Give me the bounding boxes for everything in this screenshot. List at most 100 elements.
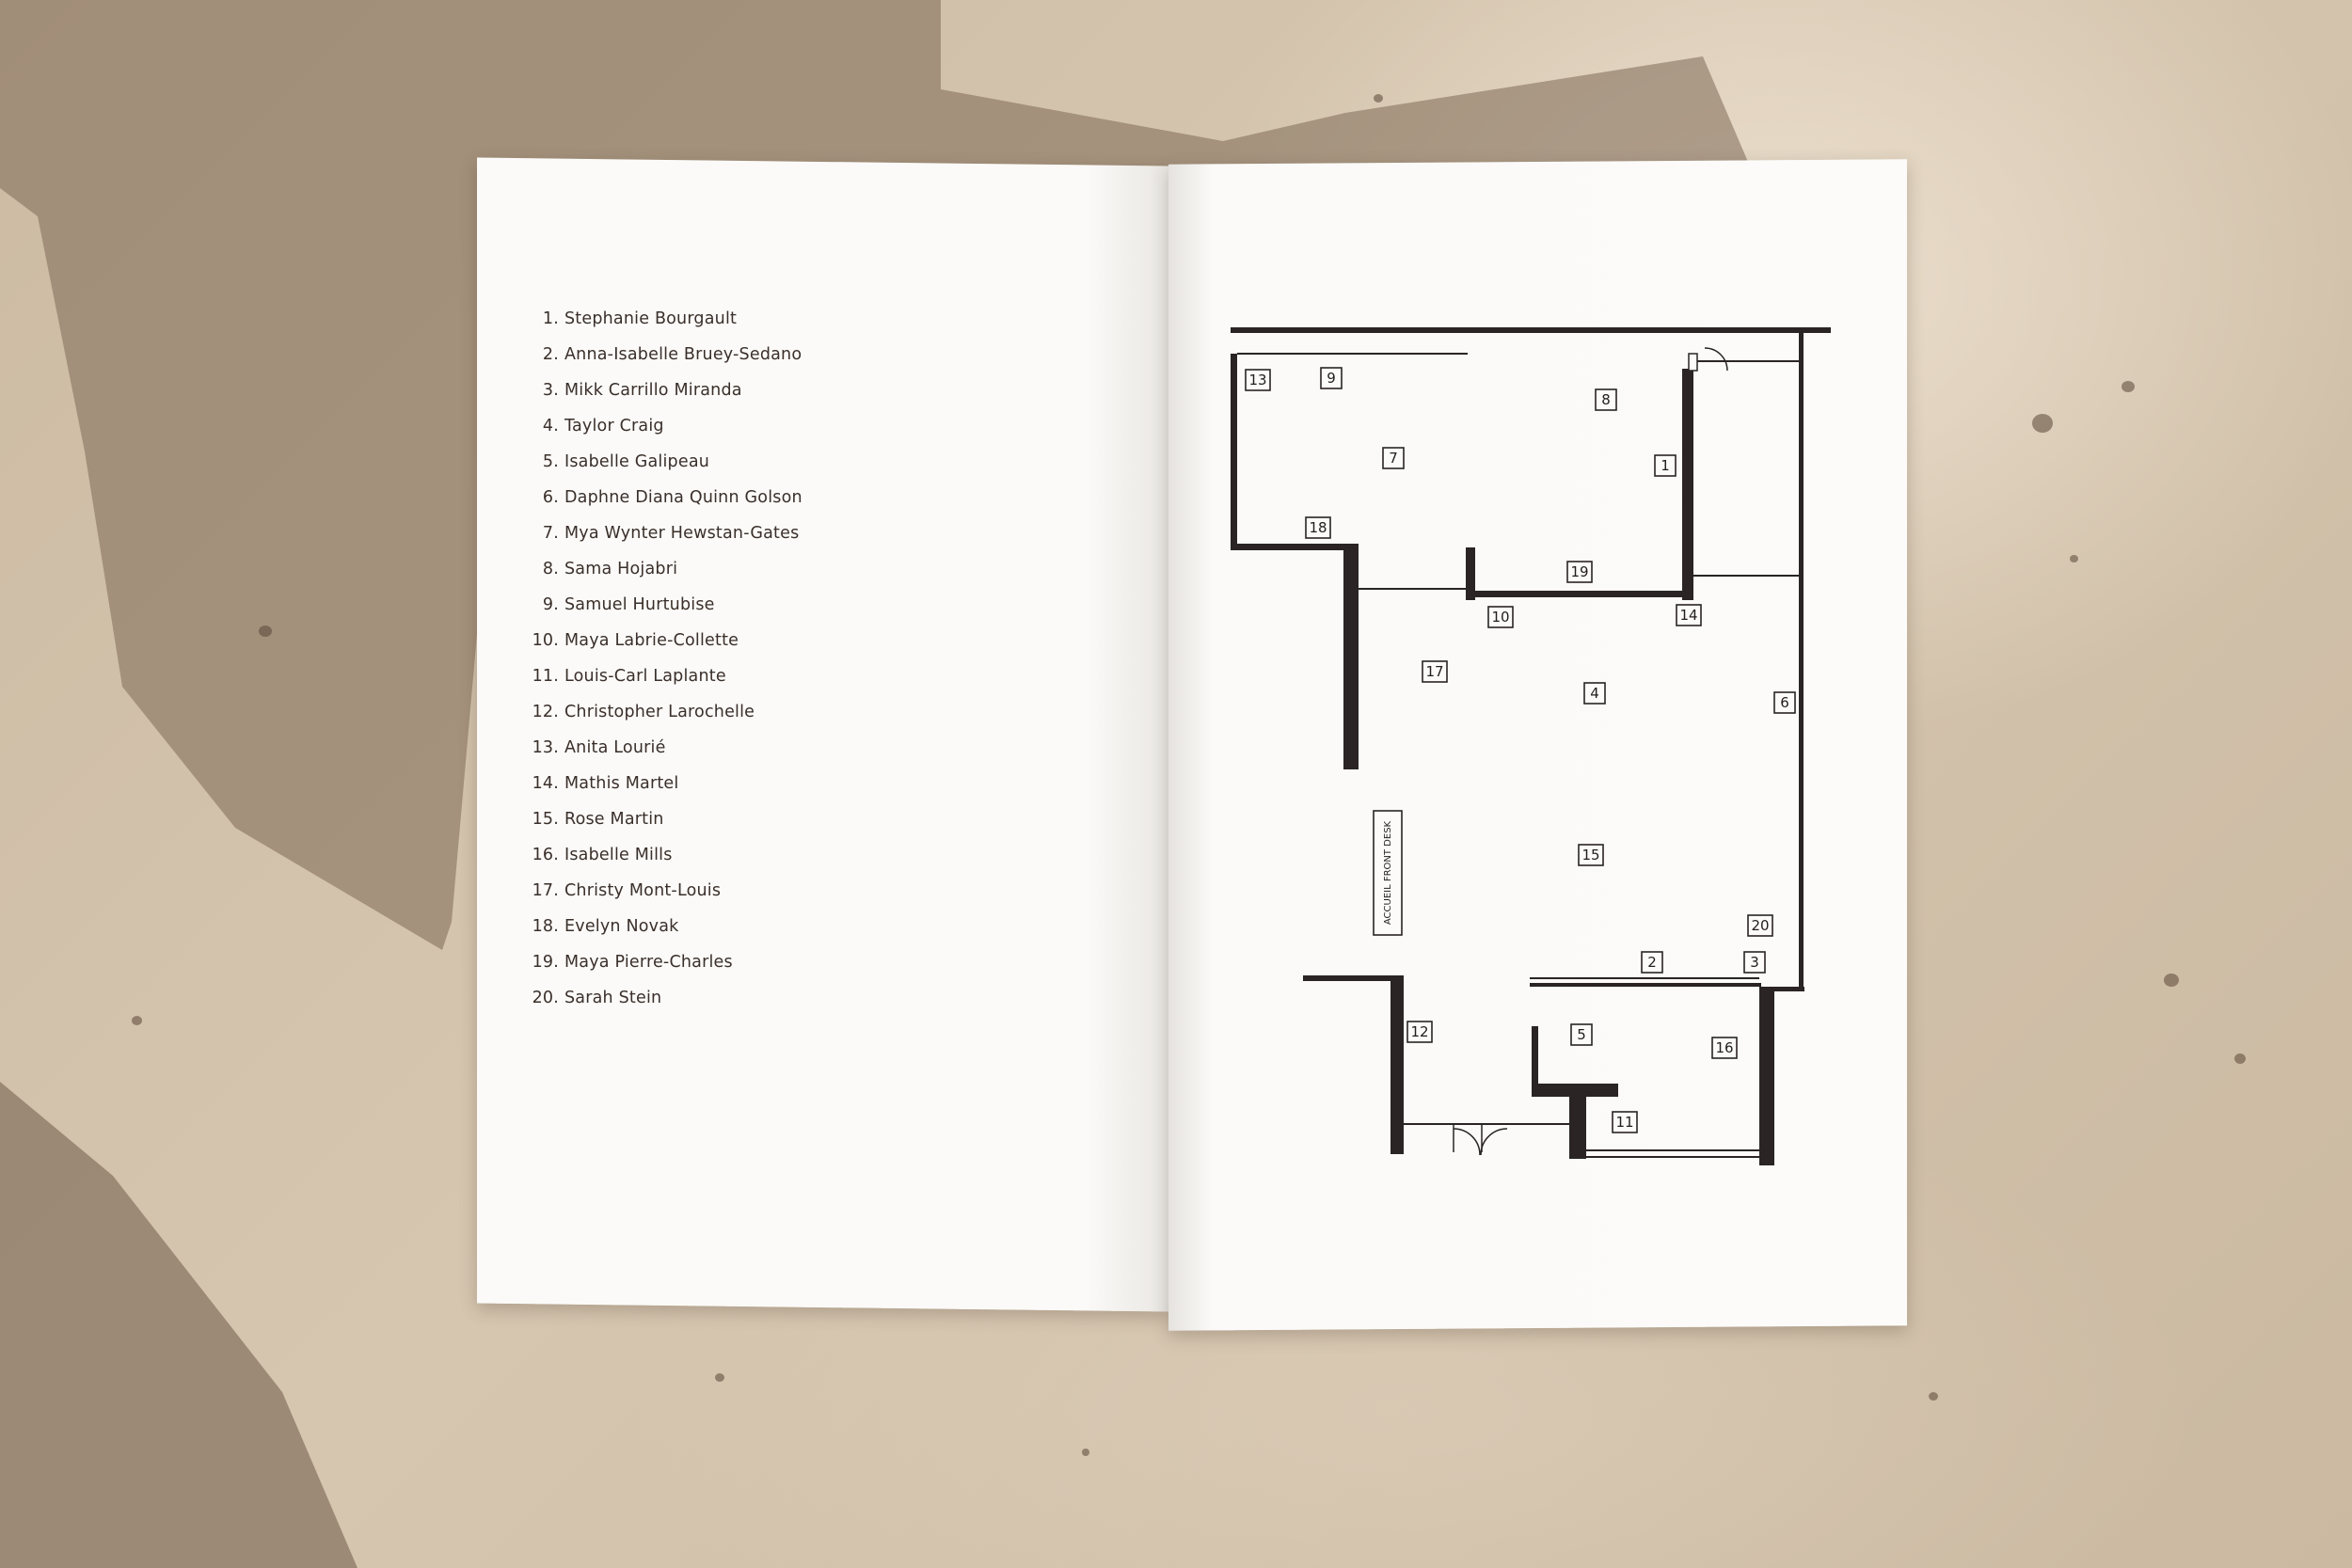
artist-number: 7. [542,524,559,543]
room-number: 19 [1570,563,1588,580]
room-marker-10: 10 [1487,606,1514,628]
artist-list-item: 17. Christy Mont-Louis [527,873,803,909]
concrete-pore [1929,1392,1938,1401]
room-number: 15 [1581,847,1599,863]
artist-list-item: 8.Sama Hojabri [527,551,803,587]
concrete-pore [132,1016,142,1025]
artist-number: 12. [532,703,559,721]
concrete-pore [2164,974,2179,987]
room-marker-13: 13 [1245,369,1271,391]
artist-list-item: 5. Isabelle Galipeau [527,444,803,480]
artist-number: 9. [542,595,559,614]
artist-list-item: 10. Maya Labrie-Collette [527,623,803,658]
artist-number: 13. [532,738,559,757]
room-marker-2: 2 [1641,951,1663,974]
artist-number: 16. [532,846,559,864]
room-number: 4 [1590,685,1599,702]
room-marker-14: 14 [1676,604,1702,626]
book-shadow [0,0,1759,950]
room-marker-9: 9 [1320,367,1343,389]
artist-number: 8. [542,560,559,578]
room-number: 6 [1780,694,1789,711]
artist-list-item: 2. Anna-Isabelle Bruey-Sedano [527,337,803,372]
room-number: 5 [1577,1026,1586,1043]
room-marker-11: 11 [1612,1111,1638,1133]
room-number: 18 [1309,519,1327,536]
artist-list-item: 4. Taylor Craig [527,408,803,444]
artist-list: 1.Stephanie Bourgault 2. Anna-Isabelle Bru… [527,301,803,1016]
artist-list-item: 12. Christopher Larochelle [527,694,803,730]
concrete-pore [2070,555,2078,562]
artist-number: 14. [532,774,559,793]
room-number: 8 [1601,391,1611,408]
artist-number: 10. [532,631,559,650]
artist-name: Maya Labrie-Collette [564,631,739,650]
room-marker-15: 15 [1578,844,1604,866]
room-number: 14 [1679,607,1697,624]
artist-name: Isabelle Galipeau [564,452,710,471]
concrete-pore [259,626,272,637]
room-number: 7 [1389,450,1398,467]
concrete-pore [2234,1053,2246,1064]
artist-name: Christy Mont-Louis [564,881,722,900]
artist-name: Christopher Larochelle [564,703,755,721]
room-number: 13 [1248,372,1266,388]
artist-name: Evelyn Novak [564,917,679,936]
front-desk-label: ACCUEIL FRONT DESK [1383,820,1393,925]
concrete-pore [715,1373,724,1382]
artist-list-item: 14. Mathis Martel [527,766,803,801]
plan-walls [1231,327,1831,1165]
artist-number: 15. [532,810,559,829]
room-marker-5: 5 [1570,1023,1593,1046]
artist-name: Anita Lourié [564,738,666,757]
room-number: 2 [1647,954,1657,971]
concrete-pore [1374,94,1383,103]
artist-number: 4. [542,417,559,436]
artist-name: Samuel Hurtubise [564,595,715,614]
front-desk: ACCUEIL FRONT DESK [1373,810,1403,936]
artist-number: 6. [542,488,559,507]
artist-list-item: 1.Stephanie Bourgault [527,301,803,337]
room-marker-3: 3 [1743,951,1766,974]
room-number: 11 [1615,1114,1633,1131]
artist-number: 17. [532,881,559,900]
artist-list-item: 3.Mikk Carrillo Miranda [527,372,803,408]
room-marker-6: 6 [1773,691,1796,714]
artist-number: 5. [542,452,559,471]
door-icon [1453,347,1728,1156]
room-number: 10 [1491,609,1509,626]
room-number: 20 [1751,917,1769,934]
artist-list-item: 18.Evelyn Novak [527,909,803,944]
room-marker-12: 12 [1406,1021,1433,1043]
artist-name: Stephanie Bourgault [564,309,738,328]
room-marker-16: 16 [1711,1037,1738,1059]
artist-name: Mathis Martel [564,774,679,793]
artist-number: 20. [532,989,559,1007]
room-marker-18: 18 [1305,516,1331,539]
artist-number: 2. [542,345,559,364]
room-number: 16 [1715,1039,1733,1056]
room-number: 12 [1410,1023,1428,1040]
room-marker-19: 19 [1566,561,1593,583]
room-number: 9 [1327,370,1336,387]
artist-name: Taylor Craig [564,417,664,436]
artist-number: 19. [532,953,559,972]
plan-thin-lines [1237,353,1799,1158]
room-number: 1 [1661,457,1670,474]
concrete-pore [1082,1449,1089,1456]
artist-name: Mya Wynter Hewstan-Gates [564,524,800,543]
artist-number: 3. [542,381,559,400]
artist-name: Isabelle Mills [564,846,673,864]
artist-list-item: 9. Samuel Hurtubise [527,587,803,623]
room-marker-8: 8 [1595,388,1617,411]
room-number: 3 [1750,954,1759,971]
artist-list-item: 11.Louis-Carl Laplante [527,658,803,694]
room-marker-17: 17 [1422,660,1448,683]
artist-name: Anna-Isabelle Bruey-Sedano [564,345,803,364]
artist-number: 11. [532,667,559,686]
artist-list-item: 7. Mya Wynter Hewstan-Gates [527,515,803,551]
room-number: 17 [1425,663,1443,680]
